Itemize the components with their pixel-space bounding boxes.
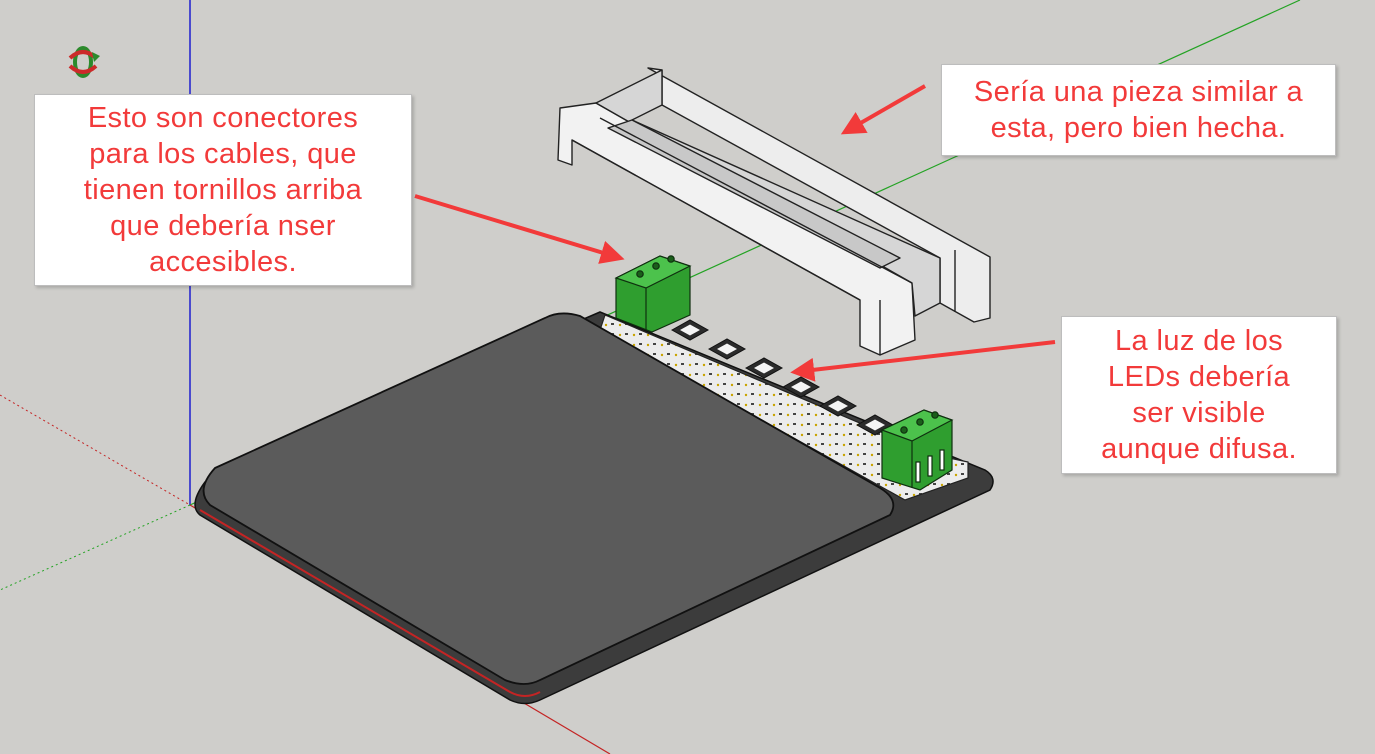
- callout-line: que debería nser: [110, 210, 336, 242]
- callout-line: LEDs debería: [1107, 361, 1291, 393]
- callout-connectors: Esto son conectores para los cables, que…: [34, 94, 412, 286]
- callout-line: La luz de los: [1114, 325, 1284, 357]
- green-axis-hidden: [0, 504, 191, 591]
- callout-line: tienen tornillos arriba: [83, 174, 363, 206]
- led: [781, 376, 821, 398]
- callout-line: ser visible: [1132, 397, 1266, 429]
- callout-leds: La luz de los LEDs debería ser visible a…: [1061, 316, 1337, 474]
- led: [818, 395, 858, 417]
- bracket-piece[interactable]: [557, 67, 991, 356]
- red-axis-hidden: [0, 394, 191, 506]
- callout-line: Sería una pieza similar a: [973, 76, 1304, 108]
- pad-cover: [202, 312, 895, 685]
- led: [707, 338, 747, 360]
- led: [744, 357, 784, 379]
- callout-line: accesibles.: [149, 246, 297, 278]
- arrow-piece: [840, 84, 926, 135]
- arrow-leds: [790, 340, 1056, 382]
- terminal-connector-left: [614, 255, 692, 333]
- led-row: [670, 319, 895, 436]
- callout-line: esta, pero bien hecha.: [990, 112, 1287, 144]
- callout-line: Esto son conectores: [87, 102, 359, 134]
- terminal-connector-right: [880, 409, 954, 491]
- callout-arrows: [414, 84, 1056, 382]
- orbit-icon[interactable]: [64, 44, 102, 80]
- callout-line: aunque difusa.: [1101, 433, 1297, 465]
- arrow-connectors: [414, 194, 625, 264]
- led: [670, 319, 710, 341]
- callout-piece: Sería una pieza similar a esta, pero bie…: [941, 64, 1336, 156]
- callout-line: para los cables, que: [89, 138, 357, 170]
